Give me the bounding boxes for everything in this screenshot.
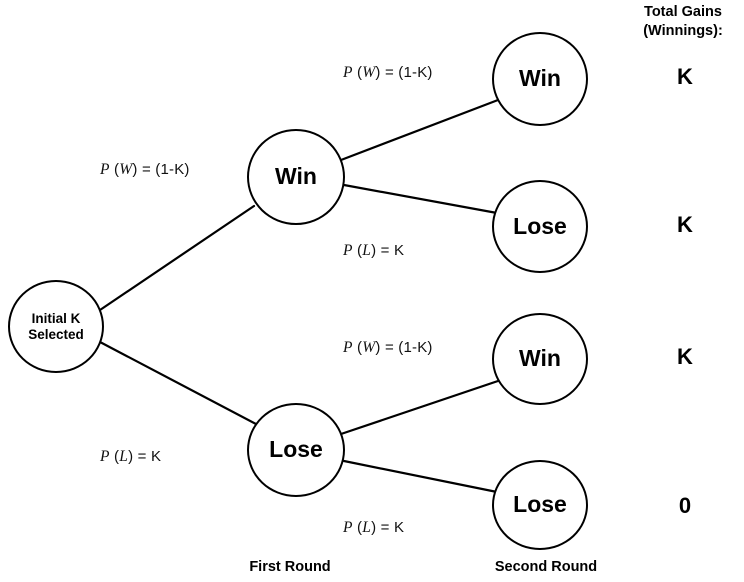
gain-lose-win: K	[677, 344, 693, 369]
edge-label-win-lose: P (L) = K	[343, 242, 405, 259]
node-round2-lose-win[interactable]: Win	[492, 313, 588, 405]
edge-label-win-win-rest: = (1-K)	[380, 64, 433, 81]
edge-win-to-lose	[342, 183, 499, 215]
node-round1-win-label: Win	[275, 163, 317, 190]
edge-label-lose-lose-rest: = K	[376, 519, 405, 536]
edge-win-to-win	[339, 98, 500, 162]
node-initial-k[interactable]: Initial K Selected	[8, 280, 104, 373]
total-gains-header: Total Gains (Winnings):	[643, 4, 723, 39]
edge-lose-to-win	[339, 379, 500, 436]
node-round2-win-win[interactable]: Win	[492, 32, 588, 126]
node-round2-lose-win-label: Win	[519, 345, 561, 372]
gain-win-lose: K	[677, 212, 693, 237]
edge-label-root-win-p: P	[100, 161, 110, 178]
node-round2-lose-lose-label: Lose	[513, 491, 567, 518]
edge-label-win-win: P (W) = (1-K)	[343, 64, 433, 81]
edge-label-root-lose-var: L	[119, 448, 129, 465]
edge-label-win-lose-var: L	[362, 242, 372, 259]
edge-label-root-win-rest: = (1-K)	[137, 161, 190, 178]
edge-label-lose-win-rest: = (1-K)	[380, 339, 433, 356]
edge-label-win-lose-rest: = K	[376, 242, 405, 259]
edge-label-lose-lose-p: P	[343, 519, 353, 536]
node-round2-win-win-label: Win	[519, 65, 561, 92]
round-label-first: First Round	[249, 559, 331, 575]
edge-label-root-lose-rest: = K	[133, 448, 162, 465]
edge-label-root-lose-p: P	[100, 448, 110, 465]
node-round2-win-lose[interactable]: Lose	[492, 180, 588, 273]
round-label-second: Second Round	[494, 559, 598, 575]
edge-label-root-win-var: W	[119, 161, 133, 178]
gain-win-win: K	[677, 64, 693, 89]
edge-label-root-lose: P (L) = K	[100, 448, 162, 465]
edge-label-win-win-p: P	[343, 64, 353, 81]
edge-label-lose-lose-var: L	[362, 519, 372, 536]
edge-label-win-win-var: W	[362, 64, 376, 81]
edge-lose-to-lose	[342, 459, 499, 494]
node-round1-lose[interactable]: Lose	[247, 403, 345, 497]
node-round1-win[interactable]: Win	[247, 129, 345, 225]
edge-root-to-win	[98, 204, 256, 312]
edge-label-lose-win-var: W	[362, 339, 376, 356]
node-round1-lose-label: Lose	[269, 436, 323, 463]
edge-label-root-win: P (W) = (1-K)	[100, 161, 190, 178]
gain-lose-lose: 0	[678, 493, 692, 518]
node-initial-k-label: Initial K Selected	[28, 311, 84, 342]
edge-label-lose-win-p: P	[343, 339, 353, 356]
edge-label-lose-win: P (W) = (1-K)	[343, 339, 433, 356]
edge-label-win-lose-p: P	[343, 242, 353, 259]
edge-label-lose-lose: P (L) = K	[343, 519, 405, 536]
node-round2-lose-lose[interactable]: Lose	[492, 460, 588, 550]
edge-root-to-lose	[98, 340, 258, 426]
node-round2-win-lose-label: Lose	[513, 212, 567, 239]
